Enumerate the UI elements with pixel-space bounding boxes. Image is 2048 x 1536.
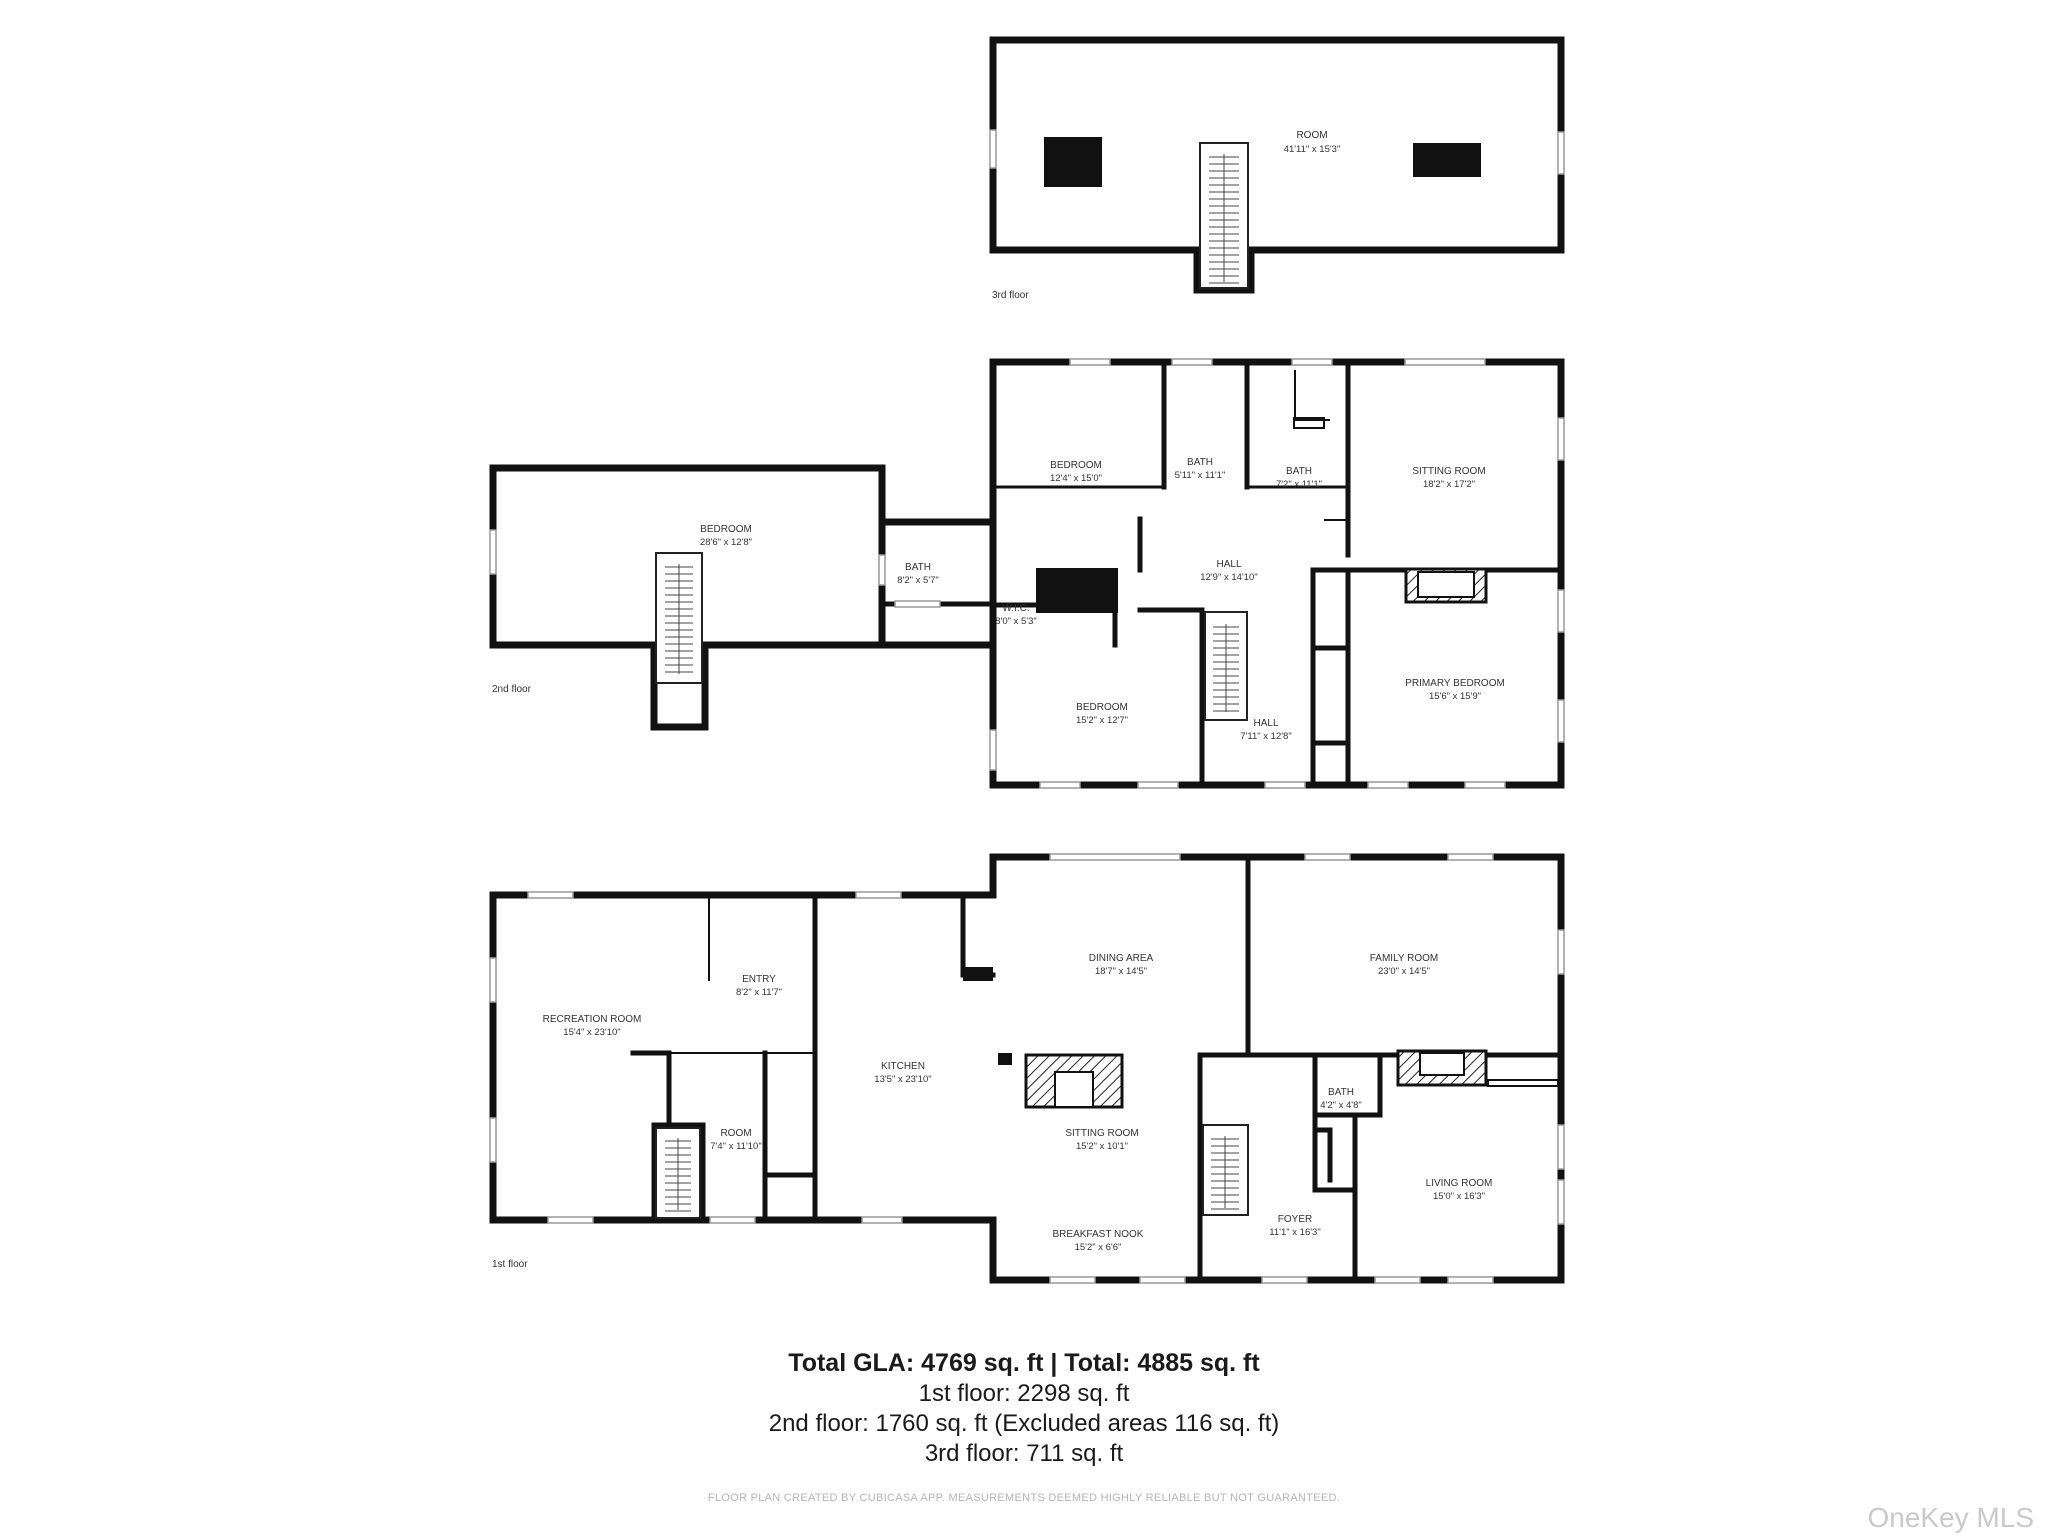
room-dimensions: 5'11" x 11'1" [1175, 470, 1226, 481]
room-dimensions: 15'2" x 6'6" [1075, 1242, 1122, 1253]
room-dimensions: 41'11" x 15'3" [1284, 144, 1341, 155]
room-name: BEDROOM [1050, 460, 1102, 471]
floor-label-second: 2nd floor [492, 684, 532, 695]
stairs [1199, 142, 1249, 289]
room-name: ROOM [720, 1128, 751, 1139]
room-dimensions: 23'0" x 14'5" [1378, 966, 1430, 977]
third-floor-outer-wall [989, 36, 1565, 294]
first-floor-plan [489, 853, 1565, 1284]
area-summary: Total GLA: 4769 sq. ft | Total: 4885 sq.… [0, 1348, 2048, 1469]
room-dimensions: 8'2" x 5'7" [897, 575, 939, 586]
room-dimensions: 8'0" x 5'3" [995, 616, 1037, 627]
windows [489, 853, 1565, 1284]
room-dimensions: 18'7" x 14'5" [1095, 966, 1147, 977]
cabinet-block [963, 967, 993, 981]
room-dimensions: 7'4" x 11'10" [710, 1141, 761, 1152]
room-dimensions: 8'2" x 11'7" [736, 987, 782, 998]
room-name: BATH [905, 562, 931, 573]
room-name: HALL [1216, 559, 1241, 570]
room-name: ROOM [1296, 130, 1327, 141]
window [989, 129, 997, 169]
room-dimensions: 15'2" x 10'1" [1076, 1141, 1128, 1152]
room-dimensions: 12'4" x 15'0" [1050, 473, 1102, 484]
floor-label-first: 1st floor [492, 1259, 528, 1270]
interior-walls [990, 359, 1564, 788]
second-floor-area: 2nd floor: 1760 sq. ft (Excluded areas 1… [768, 1410, 1280, 1437]
connector-wall [878, 518, 997, 649]
first-floor-outer-wall [489, 853, 1565, 1284]
room-dimensions: 28'6" x 12'8" [700, 537, 752, 548]
first-floor-area: 1st floor: 2298 sq. ft [918, 1380, 1130, 1407]
third-floor-plan [989, 36, 1565, 294]
third-floor-area: 3rd floor: 711 sq. ft [924, 1440, 1124, 1467]
room-labels: 3rd floor ROOM 41'11" x 15'3" 2nd floor … [492, 130, 1505, 1270]
stairs [655, 552, 703, 684]
second-floor-plan [489, 358, 1565, 789]
cabinet-block [998, 1053, 1012, 1065]
room-name: BEDROOM [700, 524, 752, 535]
room-name: HALL [1253, 718, 1278, 729]
window [878, 554, 886, 586]
room-dimensions: 7'2" x 11'1" [1276, 479, 1322, 490]
room-dimensions: 18'2" x 17'2" [1423, 479, 1475, 490]
room-name: FOYER [1278, 1214, 1312, 1225]
chimney-block [1044, 137, 1102, 187]
room-name: W.I.C. [1002, 603, 1029, 614]
room-dimensions: 12'9" x 14'10" [1200, 572, 1257, 583]
window [489, 529, 497, 575]
room-name: BATH [1187, 457, 1213, 468]
mls-watermark: OneKey MLS [1867, 1502, 2034, 1533]
chimney-block [1413, 143, 1481, 177]
room-dimensions: 13'5" x 23'10" [874, 1074, 931, 1085]
room-name: SITTING ROOM [1065, 1128, 1138, 1139]
room-name: RECREATION ROOM [543, 1014, 642, 1025]
room-name: FAMILY ROOM [1370, 953, 1439, 964]
room-dimensions: 7'11" x 12'8" [1240, 731, 1291, 742]
room-name: BATH [1328, 1087, 1354, 1098]
room-dimensions: 4'2" x 4'8" [1320, 1100, 1362, 1111]
room-dimensions: 15'0" x 16'3" [1433, 1191, 1485, 1202]
floor-label-third: 3rd floor [992, 290, 1029, 301]
interior-walls [630, 854, 1564, 1283]
window [894, 600, 941, 608]
chimney-block [1036, 568, 1118, 613]
room-name: BEDROOM [1076, 702, 1128, 713]
room-name: ENTRY [742, 974, 776, 985]
room-dimensions: 15'6" x 15'9" [1429, 691, 1481, 702]
room-name: BATH [1286, 466, 1312, 477]
window [1557, 131, 1565, 175]
windows [989, 358, 1565, 789]
second-floor-wing-wall [489, 464, 886, 731]
room-name: BREAKFAST NOOK [1053, 1229, 1144, 1240]
second-floor-main-wall [989, 358, 1565, 789]
room-name: KITCHEN [881, 1061, 925, 1072]
stairs [655, 1124, 1249, 1219]
room-dimensions: 15'4" x 23'10" [563, 1027, 620, 1038]
total-area: Total GLA: 4769 sq. ft | Total: 4885 sq.… [788, 1349, 1260, 1377]
room-name: LIVING ROOM [1426, 1178, 1493, 1189]
stairs [1204, 611, 1248, 721]
room-dimensions: 15'2" x 12'7" [1076, 715, 1128, 726]
room-name: SITTING ROOM [1412, 466, 1485, 477]
room-dimensions: 11'1" x 16'3" [1269, 1227, 1320, 1238]
room-name: PRIMARY BEDROOM [1405, 678, 1505, 689]
room-name: DINING AREA [1089, 953, 1154, 964]
disclaimer-note: FLOOR PLAN CREATED BY CUBICASA APP. MEAS… [707, 1492, 1341, 1504]
